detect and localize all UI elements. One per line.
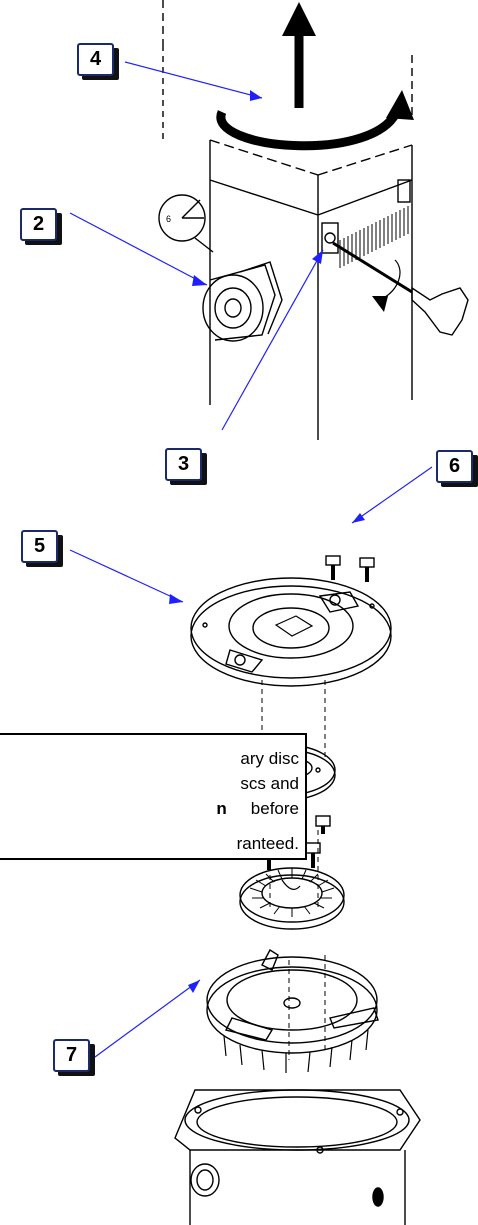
hopper-column xyxy=(162,0,413,440)
adjustment-ring xyxy=(190,577,392,687)
upper-screws xyxy=(325,555,375,582)
callout-leaders xyxy=(69,61,433,1058)
lift-up-arrow xyxy=(282,2,316,108)
note-line-3-bold: n xyxy=(216,799,227,818)
note-line-2: scs and xyxy=(240,774,299,793)
note-line-1: ary disc xyxy=(240,749,299,768)
callout-7: 7 xyxy=(53,1039,95,1076)
motor-housing xyxy=(174,1089,421,1225)
note-line-4: ranteed. xyxy=(236,834,299,853)
rotate-arrow xyxy=(216,90,414,151)
callout-2-label: 2 xyxy=(20,208,57,241)
note-line-3-rest: before xyxy=(250,799,299,818)
callout-5: 5 xyxy=(21,530,63,567)
svg-text:6: 6 xyxy=(166,214,171,224)
carrier-plate xyxy=(206,949,379,1073)
callout-4-label: 4 xyxy=(77,43,114,76)
rotating-burr xyxy=(239,867,345,930)
callout-7-label: 7 xyxy=(53,1039,90,1072)
callout-2: 2 xyxy=(20,208,62,245)
callout-6-label: 6 xyxy=(436,450,473,483)
callout-3: 3 xyxy=(165,448,207,485)
note-box: ary disc scs and n before ranteed. xyxy=(0,733,307,860)
callout-5-label: 5 xyxy=(21,530,58,563)
callout-4: 4 xyxy=(77,43,119,80)
callout-6: 6 xyxy=(436,450,478,487)
screwdriver-hand xyxy=(321,179,469,336)
callout-3-label: 3 xyxy=(165,448,202,481)
adjustment-knob: 6 xyxy=(158,194,283,342)
note-line-3: n before xyxy=(216,796,299,821)
